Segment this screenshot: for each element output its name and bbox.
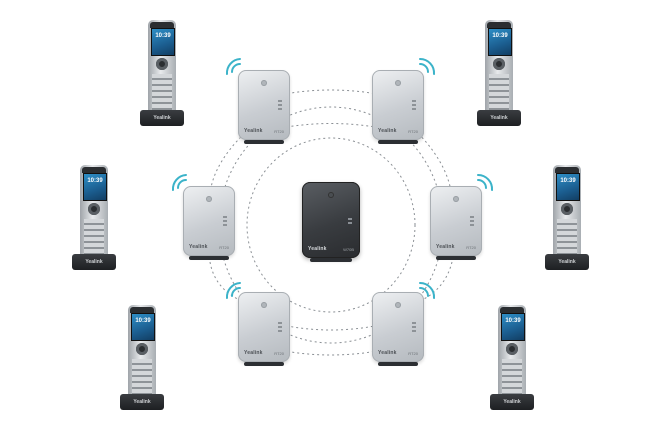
charger-cradle: Yealink <box>72 254 116 270</box>
inner-ring <box>246 137 416 313</box>
brand-label: Yealink <box>503 399 521 405</box>
handset-icon: 10:39 <box>148 20 176 116</box>
wifi-icon <box>477 173 494 191</box>
base-stand <box>378 362 418 366</box>
charger-cradle: Yealink <box>120 394 164 410</box>
brand-label: Yealink <box>378 128 397 134</box>
brand-label: Yealink <box>308 246 327 252</box>
handset-time: 10:39 <box>155 33 171 39</box>
brand-label: Yealink <box>244 350 263 356</box>
base-stand <box>436 256 476 260</box>
charger-cradle: Yealink <box>490 394 534 410</box>
handset-time: 10:39 <box>560 178 576 184</box>
base-station-icon: Yealink RT20 <box>372 70 424 140</box>
wifi-icon <box>419 57 436 75</box>
handset-icon: 10:39 <box>553 165 581 261</box>
model-label: RT20 <box>408 351 418 356</box>
base-station-icon: Yealink RT20 <box>430 186 482 256</box>
wifi-icon <box>225 282 241 299</box>
base-station-icon: Yealink RT20 <box>372 292 424 362</box>
handset-time: 10:39 <box>135 318 151 324</box>
base-stand <box>378 140 418 144</box>
brand-label: Yealink <box>133 399 151 405</box>
link-left-bottom <box>209 261 245 303</box>
model-label: RT20 <box>274 351 284 356</box>
charger-cradle: Yealink <box>477 110 521 126</box>
brand-label: Yealink <box>436 244 455 250</box>
brand-label: Yealink <box>244 128 263 134</box>
brand-label: Yealink <box>558 259 576 265</box>
wifi-icon <box>225 58 241 75</box>
model-label: RT20 <box>219 245 229 250</box>
link-right <box>414 129 453 211</box>
model-label: RT20 <box>408 129 418 134</box>
base-stand <box>244 140 284 144</box>
handset-time: 10:39 <box>492 33 508 39</box>
base-station-icon: Yealink RT20 <box>238 70 290 140</box>
base-station-icon: Yealink RT20 <box>183 186 235 256</box>
brand-label: Yealink <box>378 350 397 356</box>
base-stand <box>244 362 284 366</box>
handset-icon: 10:39 <box>128 305 156 401</box>
handset-icon: 10:39 <box>498 305 526 401</box>
center-base-station-icon: Yealink W70B <box>302 182 360 258</box>
model-label: RT20 <box>274 129 284 134</box>
charger-cradle: Yealink <box>545 254 589 270</box>
handset-time: 10:39 <box>87 178 103 184</box>
model-label: W70B <box>343 247 354 252</box>
model-label: RT20 <box>466 245 476 250</box>
brand-label: Yealink <box>189 244 208 250</box>
base-station-icon: Yealink RT20 <box>238 292 290 362</box>
wifi-icon <box>419 281 436 299</box>
brand-label: Yealink <box>85 259 103 265</box>
handset-time: 10:39 <box>505 318 521 324</box>
brand-label: Yealink <box>490 115 508 121</box>
handset-icon: 10:39 <box>80 165 108 261</box>
base-stand <box>310 258 352 262</box>
brand-label: Yealink <box>153 115 171 121</box>
wifi-icon <box>171 174 187 191</box>
charger-cradle: Yealink <box>140 110 184 126</box>
base-stand <box>189 256 229 260</box>
handset-icon: 10:39 <box>485 20 513 116</box>
